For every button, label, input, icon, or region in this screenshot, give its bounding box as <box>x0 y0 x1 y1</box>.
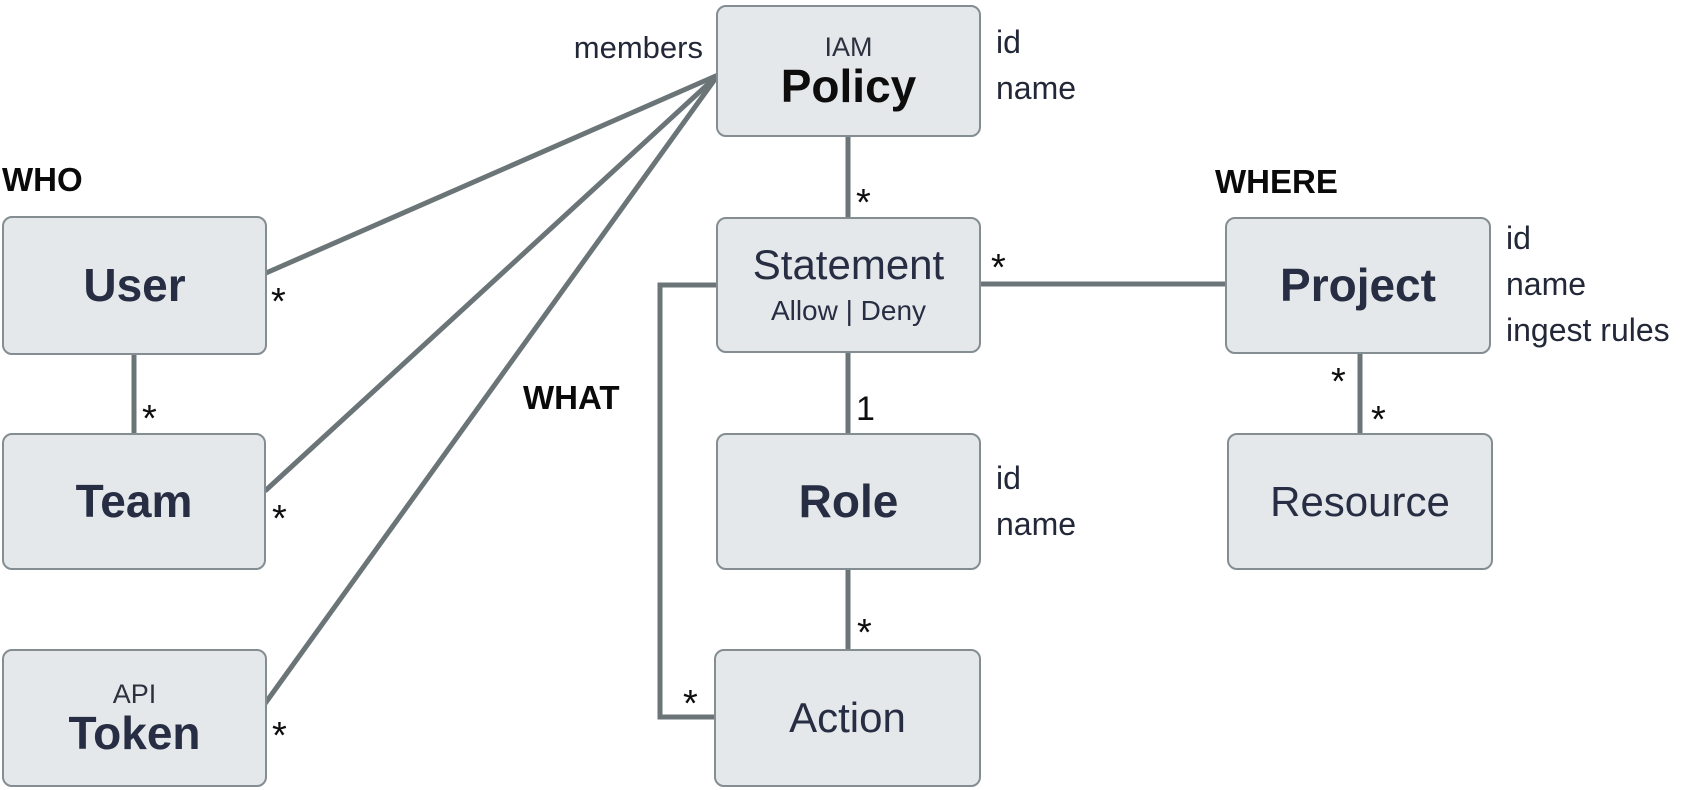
entity-team: Team <box>2 433 266 570</box>
entity-statement-subtitle: Allow | Deny <box>770 294 927 326</box>
entity-resource-name: Resource <box>1270 477 1450 525</box>
attribute-label: id <box>996 460 1021 496</box>
entity-action-name: Action <box>789 694 906 742</box>
attribute-label: name <box>996 70 1077 106</box>
attribute-label: id <box>996 24 1021 60</box>
cardinality-user-team: * <box>142 398 157 440</box>
attribute-label: name <box>996 506 1077 542</box>
entity-user: User <box>2 216 267 355</box>
entity-policy: IAM Policy <box>716 5 981 137</box>
cardinality-project-resource-lower: * <box>1371 399 1386 441</box>
edge-policy-token <box>261 73 721 707</box>
entity-team-name: Team <box>75 474 193 527</box>
entity-token: API Token <box>2 649 267 787</box>
entity-token-name: Token <box>68 706 201 759</box>
entity-project-name: Project <box>1280 258 1436 311</box>
entity-action: Action <box>714 649 981 787</box>
edge-statement-action <box>657 282 716 720</box>
cardinality-policy-statement: * <box>856 182 871 224</box>
attribute-label: ingest rules <box>1506 312 1670 348</box>
cardinality-statement-project: * <box>991 247 1006 289</box>
project-attributes: id name ingest rules <box>1506 215 1670 353</box>
attribute-label: id <box>1506 220 1531 256</box>
cardinality-policy-token: * <box>272 715 287 757</box>
entity-statement: Statement Allow | Deny <box>716 217 981 353</box>
edge-policy-team <box>263 73 720 493</box>
entity-project: Project <box>1225 217 1491 354</box>
cardinality-role-action: * <box>857 612 872 654</box>
cardinality-statement-action: * <box>683 683 698 725</box>
attribute-label: name <box>1506 266 1587 302</box>
entity-role: Role <box>716 433 981 570</box>
entity-user-name: User <box>83 258 186 311</box>
entity-token-prefix: API <box>112 678 157 709</box>
edge-policy-user <box>264 72 720 276</box>
entity-policy-name: Policy <box>780 59 917 112</box>
entity-role-name: Role <box>798 474 899 527</box>
section-label-where: WHERE <box>1215 163 1338 200</box>
cardinality-policy-team: * <box>272 498 287 540</box>
entity-resource: Resource <box>1227 433 1493 570</box>
section-label-what: WHAT <box>523 379 620 416</box>
cardinality-policy-user: * <box>271 281 286 323</box>
edge-label-members: members <box>573 30 703 65</box>
role-attributes: id name <box>996 455 1076 547</box>
section-label-who: WHO <box>2 161 83 198</box>
entity-policy-prefix: IAM <box>824 31 873 62</box>
policy-attributes: id name <box>996 19 1076 111</box>
cardinality-statement-role: 1 <box>856 390 875 428</box>
cardinality-project-resource-upper: * <box>1331 361 1346 403</box>
entity-statement-name: Statement <box>752 240 945 288</box>
